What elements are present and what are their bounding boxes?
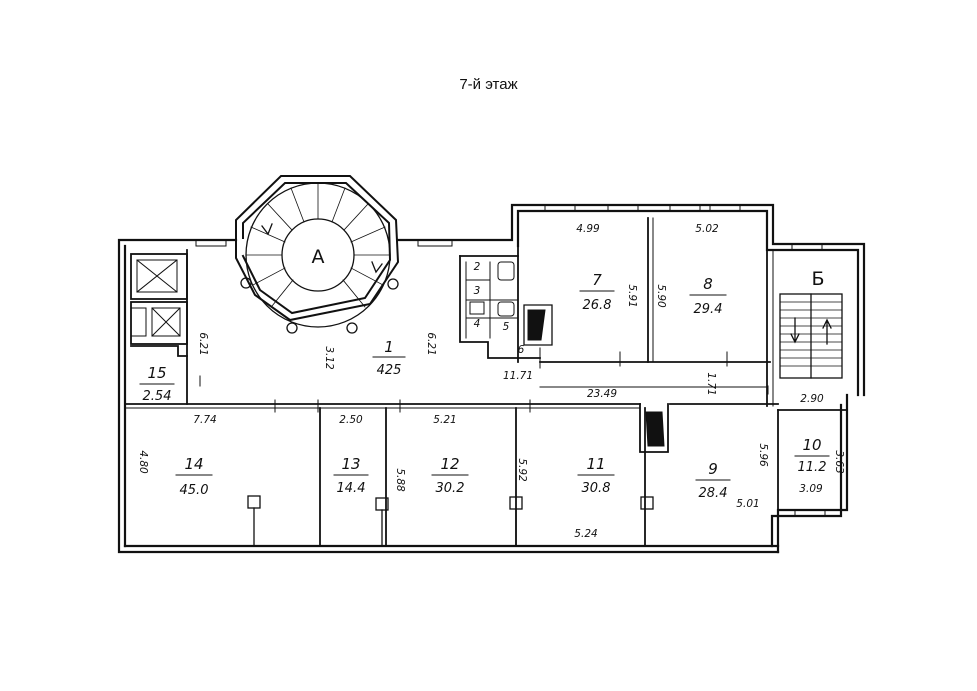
room-7-number: 7 (592, 271, 602, 289)
dim-corridor-width: 1.71 (705, 372, 717, 395)
lift-shafts (130, 249, 188, 405)
room-10-number: 10 (802, 436, 821, 454)
room-6-number: 6 (518, 344, 525, 356)
room-2-number: 2 (474, 261, 481, 273)
dim-r14-depth: 4.80 (137, 450, 149, 474)
dim-r9-depth: 5.96 (757, 443, 769, 467)
room-15-area: 2.54 (143, 389, 172, 404)
dim-r7-width: 4.99 (576, 223, 600, 235)
dim-r13-width: 2.50 (339, 414, 363, 426)
room-8-number: 8 (703, 275, 713, 293)
dim-r14-width: 7.74 (193, 414, 216, 426)
dim-r9-width: 5.01 (736, 498, 759, 510)
stair-b (779, 293, 843, 379)
room-8-area: 29.4 (694, 302, 723, 317)
room-13-number: 13 (341, 455, 360, 473)
dimensions: 4.99 5.02 5.91 5.90 6.21 6.21 3.12 11.71… (137, 223, 845, 540)
room-9-area: 28.4 (699, 486, 728, 501)
dim-r7-depth: 5.91 (626, 284, 638, 307)
room-1-area: 425 (377, 363, 402, 378)
room-7-area: 26.8 (583, 298, 612, 313)
dim-r11-depth: 5.92 (516, 458, 528, 482)
stair-b-label: Б (811, 268, 824, 290)
dim-r12-width: 5.21 (433, 414, 456, 426)
stair-a (235, 175, 400, 334)
dim-r8-depth: 5.90 (655, 284, 667, 308)
room-12-number: 12 (440, 455, 459, 473)
room-11-area: 30.8 (582, 481, 611, 496)
room-14-number: 14 (184, 455, 203, 473)
dim-r8-width: 5.02 (695, 223, 719, 235)
room-12-area: 30.2 (436, 481, 465, 496)
room-13-area: 14.4 (337, 481, 366, 496)
room-9-number: 9 (708, 460, 718, 478)
page-title: 7-й этаж (459, 76, 518, 93)
interior-walls (124, 217, 848, 547)
dim-r10-width: 3.09 (799, 483, 823, 495)
dim-hall-center: 3.12 (323, 346, 335, 370)
dim-r12-depth: 5.88 (394, 468, 406, 492)
room-11-number: 11 (586, 455, 605, 473)
room-15-number: 15 (147, 364, 166, 382)
room-5-number: 5 (503, 321, 510, 333)
dim-hall-right: 6.21 (425, 332, 437, 355)
windows (195, 204, 826, 517)
room-4-number: 4 (474, 318, 481, 330)
dim-corridor-right: 2.90 (800, 393, 824, 405)
dim-r11-width: 5.24 (574, 528, 597, 540)
dim-corridor-length: 23.49 (587, 388, 617, 400)
room-1-number: 1 (384, 338, 394, 356)
dim-hall-left: 6.21 (197, 332, 209, 355)
room-14-area: 45.0 (180, 483, 209, 498)
room-3-number: 3 (474, 285, 481, 297)
dim-r10-depth: 3.63 (833, 450, 845, 473)
dim-wc-width: 11.71 (503, 370, 533, 382)
stair-a-label: А (312, 246, 325, 268)
room-labels: 1 425 2 3 4 5 6 7 26.8 8 29.4 9 28.4 10 … (139, 261, 830, 501)
room-10-area: 11.2 (798, 460, 827, 475)
